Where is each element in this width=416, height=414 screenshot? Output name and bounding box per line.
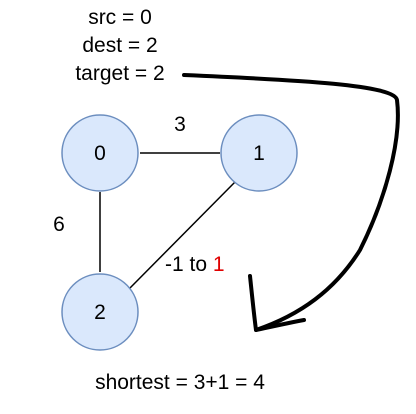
- node-1-circle: [220, 114, 298, 192]
- node-0-label: 0: [94, 142, 106, 165]
- target-label: target = 2: [75, 62, 164, 85]
- weight-1-2: -1 to 1: [165, 253, 225, 276]
- node-2: 2: [61, 273, 139, 351]
- weight-1-2-prefix: -1 to: [165, 253, 213, 276]
- shortest-result: shortest = 3+1 = 4: [95, 371, 265, 394]
- node-2-circle: [61, 273, 139, 351]
- node-2-label: 2: [94, 301, 106, 324]
- node-1-label: 1: [253, 142, 265, 165]
- node-0-circle: [61, 114, 139, 192]
- curved-arrow: [182, 73, 400, 332]
- weight-0-1: 3: [174, 113, 186, 136]
- weight-0-2: 6: [53, 213, 65, 236]
- arrowhead-icon: [248, 274, 306, 332]
- edge-1-2: [129, 180, 237, 289]
- node-0: 0: [61, 114, 139, 192]
- src-label: src = 0: [88, 6, 152, 29]
- dest-label: dest = 2: [82, 34, 157, 57]
- node-1: 1: [220, 114, 298, 192]
- weight-1-2-highlight: 1: [213, 253, 225, 276]
